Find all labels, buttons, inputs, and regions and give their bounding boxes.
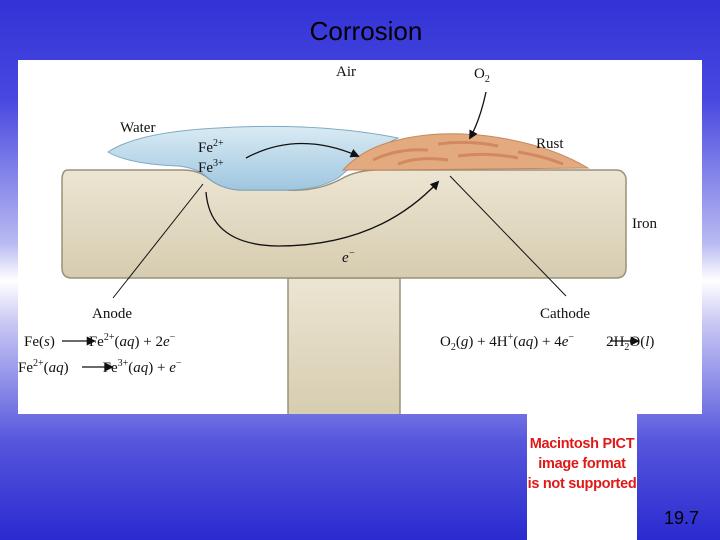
rust-texture xyxy=(372,140,564,166)
anode-equation-1: Fe(s)Fe2+(aq) + 2e− xyxy=(24,332,176,350)
placeholder-line-3: is not supported xyxy=(527,476,637,492)
cathode-pointer xyxy=(449,175,567,297)
water-droplet xyxy=(107,125,400,191)
o2-arrow xyxy=(469,91,487,140)
o2-label: O2 xyxy=(474,66,490,85)
anode-label: Anode xyxy=(92,306,132,322)
cathode-label: Cathode xyxy=(540,306,590,322)
placeholder-line-1: Macintosh PICT xyxy=(529,436,635,452)
rust-label: Rust xyxy=(536,136,564,152)
placeholder-line-2: image format xyxy=(538,456,626,472)
slide-title: Corrosion xyxy=(309,16,423,46)
iron-label: Iron xyxy=(632,216,657,232)
electron-label: e− xyxy=(342,248,355,266)
iron-stem xyxy=(287,277,401,414)
ion-migration-arrow xyxy=(245,142,360,159)
water-label: Water xyxy=(120,120,155,136)
air-label: Air xyxy=(336,64,356,80)
unsupported-image-placeholder: Macintosh PICT image format is not suppo… xyxy=(527,414,637,540)
fe2-ion-label: Fe2+ xyxy=(198,138,224,156)
placeholder-text: Macintosh PICT image format is not suppo… xyxy=(527,434,637,494)
corrosion-diagram: Air O2 Water Rust Iron Fe2+ Fe3+ e− Anod… xyxy=(18,64,657,414)
corrosion-figure: Air O2 Water Rust Iron Fe2+ Fe3+ e− Anod… xyxy=(18,60,702,414)
slide-number: 19.7 xyxy=(664,508,700,528)
electron-flow-arrow xyxy=(205,180,440,247)
anode-pointer xyxy=(112,183,204,299)
fe3-ion-label: Fe3+ xyxy=(198,158,224,176)
cathode-equation: O2(g) + 4H+(aq) + 4e−2H2O(l) xyxy=(440,332,654,353)
